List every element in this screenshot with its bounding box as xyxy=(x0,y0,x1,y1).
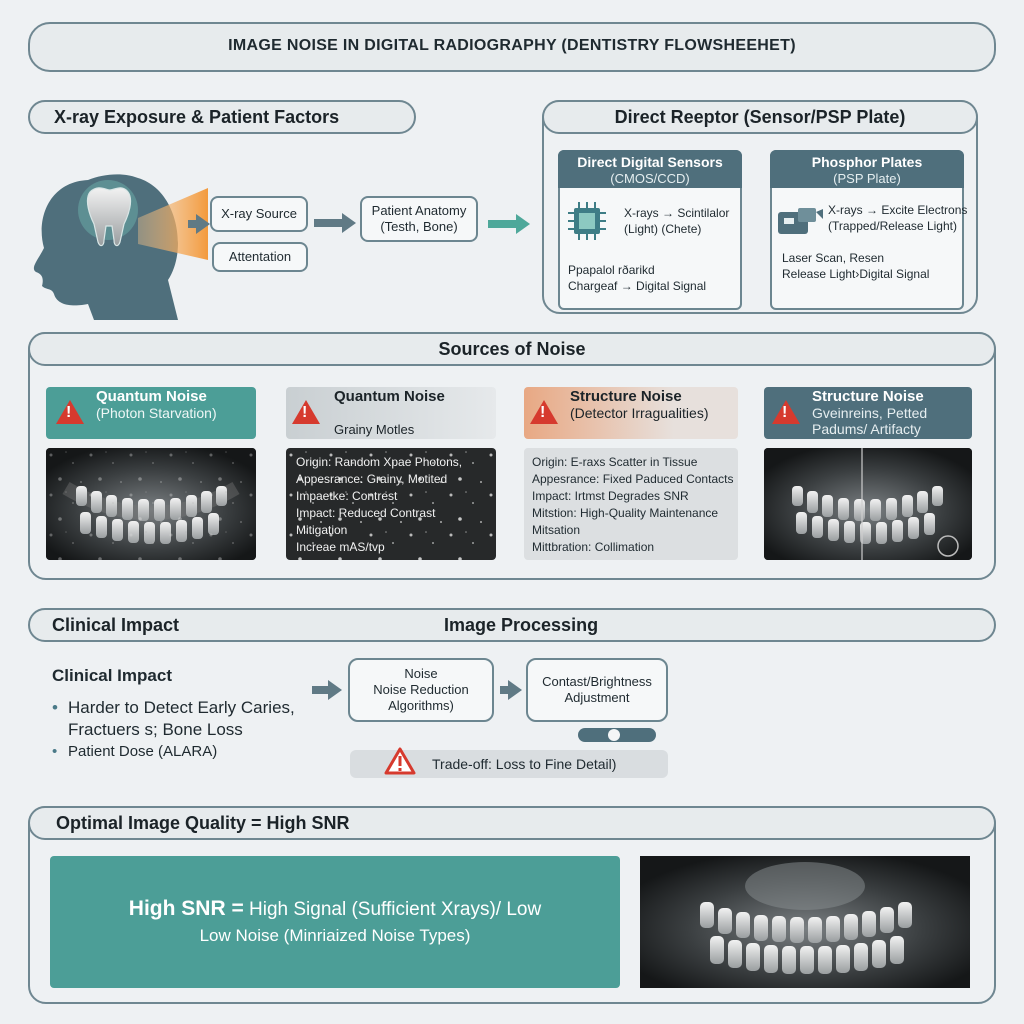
artifact-xray-image xyxy=(764,448,972,560)
noise-card-3-detail-2: Appesrance: Fixed Paduced Contacts xyxy=(532,472,734,486)
noise-card-3-detail-4: Mitstion: High-Quality Maintenance xyxy=(532,506,719,520)
xray-source-label: X-ray Source xyxy=(221,206,297,221)
digital-line-4: Chargeaf → Digital Signal xyxy=(568,279,707,293)
noise-card-2-title: Quantum Noise xyxy=(334,388,445,405)
noise-box-line-1: Noise xyxy=(404,666,438,681)
warning-icon xyxy=(292,400,320,424)
clinical-impact-heading: Clinical Impact xyxy=(52,666,172,685)
noise-card-3-subtitle: (Detector Irragualities) xyxy=(570,405,709,421)
title-bar xyxy=(28,22,996,72)
page-title: IMAGE NOISE IN DIGITAL RADIOGRAPHY (DENT… xyxy=(228,37,796,54)
warning-icon xyxy=(530,400,558,424)
noise-card-3-detail-panel xyxy=(524,448,738,560)
impact-header-left: Clinical Impact xyxy=(52,615,180,635)
arrow-to-contrast xyxy=(500,680,522,700)
anatomy-line-2: (Testh, Bone) xyxy=(380,219,458,234)
arrow-source-to-anatomy xyxy=(314,213,356,233)
phosphor-line-3: Laser Scan, Resen xyxy=(782,251,885,265)
snr-summary-line-1: High SNR = High Signal (Sufficient Xrays… xyxy=(50,897,620,921)
noise-card-2-detail-6: Increae mAS/tvp xyxy=(296,540,385,554)
snr-summary-line-2: Low Noise (Minriaized Noise Types) xyxy=(199,926,471,945)
noise-card-3-title: Structure Noise xyxy=(570,388,682,405)
contrast-line-1: Contast/Brightness xyxy=(542,674,652,689)
snr-line-1-rest: High Signal (Sufficient Xrays)/ Low xyxy=(243,899,542,920)
attenuation-box: Attentation xyxy=(212,242,308,272)
phosphor-plate-subtitle: (PSP Plate) xyxy=(833,171,901,186)
clinical-impact-bullet-1: Harder to Detect Early Caries, xyxy=(52,698,295,718)
noise-card-2-detail-1: Origin: Random Xpae Photons, xyxy=(296,455,463,469)
arrow-to-noise-reduction xyxy=(312,680,342,700)
contrast-line-2: Adjustment xyxy=(564,690,630,705)
processing-slider[interactable] xyxy=(578,728,656,742)
panoramic-xray-image xyxy=(46,448,256,560)
noise-card-2-subtitle: Grainy Motles xyxy=(334,422,415,437)
phosphor-plate-header xyxy=(770,150,964,188)
attenuation-label: Attentation xyxy=(228,249,292,264)
arrow-anatomy-to-receptor xyxy=(488,214,530,234)
noise-card-2-detail-4: Impact: Reduced Contrast xyxy=(296,506,436,520)
digital-line-2: (Light) (Chete) xyxy=(624,222,702,236)
contrast-brightness-box: Contast/Brightness Adjustment xyxy=(526,658,668,722)
noise-card-4-subtitle-2: Padums/ Artifacty xyxy=(812,421,921,437)
noise-card-3-detail-5: Mitsation xyxy=(532,523,581,537)
snr-summary-panel xyxy=(50,856,620,988)
noise-reduction-box: Noise Noise Reduction Algorithms) xyxy=(348,658,494,722)
noise-card-2-detail-2: Appesrance: Grainy, Motited xyxy=(296,472,448,486)
noise-card-1-subtitle: (Photon Starvation) xyxy=(96,405,217,421)
noise-card-2-header xyxy=(286,387,496,439)
optimal-header-text: Optimal Image Quality = High SNR xyxy=(56,813,350,833)
noise-box-line-3: Algorithms) xyxy=(388,698,454,713)
noise-card-3-header xyxy=(524,387,738,439)
phosphor-line-4: Release Light›Digital Signal xyxy=(782,267,930,281)
sensor-chip-icon xyxy=(568,202,606,240)
xray-source-box: X-ray Source xyxy=(210,196,308,232)
digital-line-3: Ppapalol rðarikd xyxy=(568,263,655,277)
patient-head-icon xyxy=(33,174,208,320)
phosphor-plate-title: Phosphor Plates xyxy=(811,154,923,170)
noise-box-line-2: Noise Reduction xyxy=(373,682,469,697)
slider-thumb[interactable] xyxy=(607,729,620,741)
noise-header-text: Sources of Noise xyxy=(438,339,586,359)
anatomy-line-1: Patient Anatomy xyxy=(371,203,467,218)
warning-icon xyxy=(772,400,800,424)
receptor-header xyxy=(542,100,978,134)
receptor-header-text: Direct Reeptor (Sensor/PSP Plate) xyxy=(614,107,906,127)
impact-header xyxy=(28,608,996,642)
warning-outline-icon xyxy=(384,747,416,775)
noise-card-3-detail-1: Origin: E-raxs Scatter in Tissue xyxy=(532,455,698,469)
clinical-impact-bullet-1-cont: Fractuers s; Bone Loss xyxy=(68,720,243,739)
noise-card-2-detail-5: Mitigation xyxy=(296,523,348,537)
impact-header-right: Image Processing xyxy=(444,615,599,635)
warning-icon xyxy=(56,400,84,424)
exposure-header-text: X-ray Exposure & Patient Factors xyxy=(54,107,340,127)
arrow-head-to-source xyxy=(188,214,210,234)
digital-sensor-title: Direct Digital Sensors xyxy=(577,154,723,170)
digital-sensor-subtitle: (CMOS/CCD) xyxy=(610,171,690,186)
optimal-header xyxy=(28,806,996,840)
noise-card-4-subtitle: Gveinreins, Petted xyxy=(812,405,928,421)
tradeoff-text: Trade-off: Loss to Fine Detail) xyxy=(432,756,617,772)
phosphor-line-2: (Trapped/Release Light) xyxy=(828,219,957,233)
noise-card-3-detail-3: Impact: Irtmst Degrades SNR xyxy=(532,489,689,503)
noise-card-4-title: Structure Noise xyxy=(812,388,924,405)
noise-card-1-title: Quantum Noise xyxy=(96,388,207,405)
digital-sensor-header xyxy=(558,150,742,188)
noise-header xyxy=(28,332,996,366)
grain-texture xyxy=(286,448,496,560)
clinical-impact-bullet-2: Patient Dose (ALARA) xyxy=(52,742,217,762)
optimal-xray-image xyxy=(640,856,970,988)
snr-bold: High SNR = xyxy=(128,897,244,920)
phosphor-line-1: X-rays → Excite Electrons xyxy=(828,203,968,217)
psp-plate-icon xyxy=(778,208,823,234)
patient-anatomy-box: Patient Anatomy (Testh, Bone) xyxy=(360,196,478,242)
noise-card-3-detail-6: Mittbration: Collimation xyxy=(532,540,655,554)
noise-card-2-detail-panel xyxy=(286,448,496,560)
noise-card-2-detail-3: Impaetke: Contrest xyxy=(296,489,398,503)
exposure-header xyxy=(28,100,416,134)
digital-line-1: X-rays → Scintilalor xyxy=(624,206,730,220)
